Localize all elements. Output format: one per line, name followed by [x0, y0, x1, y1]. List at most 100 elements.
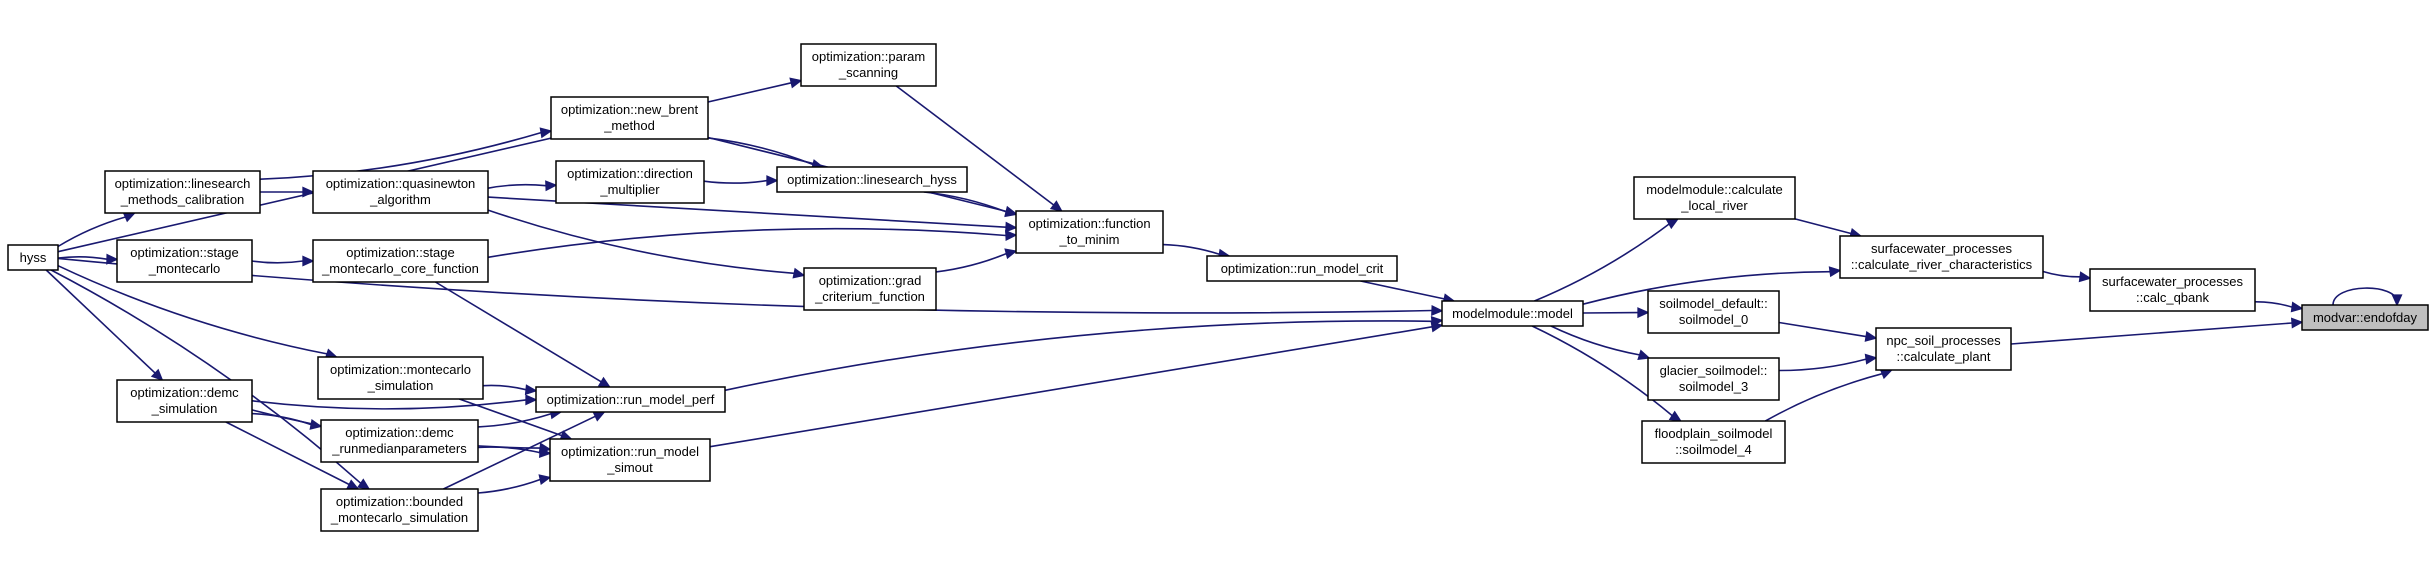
- node-box: [1839, 235, 2044, 279]
- node-label: optimization::bounded: [336, 494, 463, 509]
- call-edge-quasinewton-to-direction: [487, 180, 558, 192]
- node-label: glacier_soilmodel::: [1660, 363, 1768, 378]
- node-param-scan[interactable]: optimization::param_scanning: [800, 43, 937, 87]
- node-box: [803, 267, 937, 311]
- call-edge-calc_plant-to-endofday: [2010, 317, 2304, 345]
- node-model[interactable]: modelmodule::model: [1441, 300, 1584, 327]
- node-river-char[interactable]: surfacewater_processes::calculate_river_…: [1839, 235, 2044, 279]
- node-bounded-mc[interactable]: optimization::bounded_montecarlo_simulat…: [320, 488, 479, 532]
- node-label: _montecarlo_core_function: [321, 261, 479, 276]
- call-edge-bounded_mc-to-run_simout: [477, 474, 552, 494]
- node-box: [1633, 176, 1796, 220]
- node-calc-qbank[interactable]: surfacewater_processes::calc_qbank: [2089, 268, 2256, 312]
- node-box: [1647, 357, 1780, 401]
- node-hyss[interactable]: hyss: [7, 244, 59, 271]
- node-ls-calib[interactable]: optimization::linesearch_methods_calibra…: [104, 170, 261, 214]
- node-box: [555, 160, 705, 204]
- node-label: _multiplier: [599, 182, 660, 197]
- call-edge-soil4-to-calc_plant: [1765, 368, 1894, 422]
- node-run-crit[interactable]: optimization::run_model_crit: [1206, 255, 1398, 282]
- node-box: [2089, 268, 2256, 312]
- node-ls-hyss[interactable]: optimization::linesearch_hyss: [776, 166, 968, 193]
- node-box: [550, 96, 709, 140]
- node-soil4[interactable]: floodplain_soilmodel::soilmodel_4: [1641, 420, 1786, 464]
- node-endofday[interactable]: modvar::endofday: [2301, 304, 2429, 331]
- node-label: optimization::stage: [130, 245, 238, 260]
- node-stage-mc[interactable]: optimization::stage_montecarlo: [116, 239, 253, 283]
- node-label: floodplain_soilmodel: [1655, 426, 1773, 441]
- node-label: soilmodel_0: [1679, 312, 1748, 327]
- node-direction[interactable]: optimization::direction_multiplier: [555, 160, 705, 204]
- node-label: modelmodule::calculate: [1646, 182, 1783, 197]
- node-func-minim[interactable]: optimization::function_to_minim: [1015, 210, 1164, 254]
- node-label: optimization::linesearch_hyss: [787, 172, 957, 187]
- call-edge-mc_sim-to-run_perf: [482, 384, 538, 396]
- node-demc[interactable]: optimization::demc_simulation: [116, 379, 253, 423]
- node-label: optimization::linesearch: [115, 176, 251, 191]
- node-soil0[interactable]: soilmodel_default::soilmodel_0: [1647, 290, 1780, 334]
- node-box: [2301, 304, 2429, 331]
- call-edge-calc_qbank-to-endofday: [2254, 300, 2304, 313]
- node-label: _simulation: [367, 378, 434, 393]
- node-label: ::soilmodel_4: [1675, 442, 1752, 457]
- node-box: [549, 438, 711, 482]
- node-calc-plant[interactable]: npc_soil_processes::calculate_plant: [1875, 327, 2012, 371]
- call-edge-model-to-soil4: [1531, 325, 1683, 422]
- node-box: [800, 43, 937, 87]
- node-stage-mc-core[interactable]: optimization::stage_montecarlo_core_func…: [312, 239, 489, 283]
- node-box: [320, 419, 479, 463]
- node-calc-local[interactable]: modelmodule::calculate_local_river: [1633, 176, 1796, 220]
- node-box: [776, 166, 968, 193]
- node-label: optimization::run_model_crit: [1221, 261, 1384, 276]
- node-box: [1875, 327, 2012, 371]
- node-label: _simout: [606, 460, 653, 475]
- node-label: ::calc_qbank: [2136, 290, 2209, 305]
- node-soil3[interactable]: glacier_soilmodel::soilmodel_3: [1647, 357, 1780, 401]
- call-edge-soil0-to-calc_plant: [1778, 321, 1878, 342]
- call-edge-model-to-river_char: [1582, 266, 1842, 305]
- node-label: ::calculate_river_characteristics: [1851, 257, 2033, 272]
- node-label: _method: [603, 118, 655, 133]
- node-label: optimization::new_brent: [561, 102, 699, 117]
- function-nodes: hyss optimization::linesearch_methods_cal…: [7, 43, 2429, 532]
- node-label: modvar::endofday: [2313, 310, 2418, 325]
- call-edge-stage_mc_core-to-func_minim: [487, 227, 1018, 259]
- node-box: [1015, 210, 1164, 254]
- node-demc-median[interactable]: optimization::demc_runmedianparameters: [320, 419, 479, 463]
- node-label: soilmodel_3: [1679, 379, 1748, 394]
- node-label: optimization::demc: [345, 425, 454, 440]
- node-grad[interactable]: optimization::grad_criterium_function: [803, 267, 937, 311]
- node-label: _local_river: [1680, 198, 1748, 213]
- call-edge-grad-to-func_minim: [935, 248, 1018, 273]
- node-label: optimization::direction: [567, 166, 693, 181]
- node-label: _methods_calibration: [120, 192, 245, 207]
- node-label: _criterium_function: [814, 289, 925, 304]
- node-box: [312, 239, 489, 283]
- node-box: [116, 379, 253, 423]
- node-box: [7, 244, 59, 271]
- node-box: [312, 170, 489, 214]
- node-label: optimization::run_model: [561, 444, 699, 459]
- node-box: [320, 488, 479, 532]
- node-quasinewton[interactable]: optimization::quasinewton_algorithm: [312, 170, 489, 214]
- node-label: _scanning: [838, 65, 898, 80]
- node-label: optimization::demc: [130, 385, 239, 400]
- node-box: [1641, 420, 1786, 464]
- call-edge-river_char-to-calc_qbank: [2042, 270, 2092, 283]
- call-edge-calc_local-to-river_char: [1794, 218, 1863, 239]
- call-edge-ls_calib-to-quasinewton: [259, 186, 315, 198]
- node-label: hyss: [20, 250, 47, 265]
- node-mc-sim[interactable]: optimization::montecarlo_simulation: [317, 356, 484, 400]
- node-label: optimization::quasinewton: [326, 176, 476, 191]
- call-edge-soil3-to-calc_plant: [1778, 353, 1878, 372]
- call-edge-hyss-to-demc: [45, 269, 164, 382]
- node-label: _algorithm: [369, 192, 431, 207]
- call-edge-stage_mc-to-stage_mc_core: [251, 255, 315, 267]
- node-run-perf[interactable]: optimization::run_model_perf: [535, 386, 726, 413]
- call-edge-param_scan-to-func_minim: [895, 85, 1063, 212]
- call-edge-demc_median-to-run_simout: [477, 446, 552, 459]
- call-edge-model-to-soil3: [1550, 325, 1651, 360]
- node-run-simout[interactable]: optimization::run_model_simout: [549, 438, 711, 482]
- node-new-brent[interactable]: optimization::new_brent_method: [550, 96, 709, 140]
- call-edge-demc-to-run_perf: [251, 394, 538, 410]
